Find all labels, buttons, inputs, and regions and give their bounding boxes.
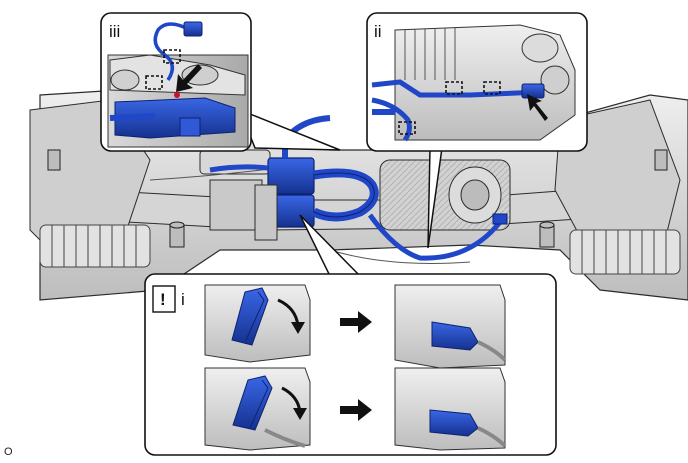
callout-ii-box: ii [366, 12, 588, 249]
right-arrow-icon [340, 311, 372, 333]
wire-harness [209, 115, 508, 261]
connector-before-2 [204, 367, 311, 451]
callout-iii-label: iii [109, 22, 120, 41]
connector-after-1 [394, 284, 507, 369]
caution-icon [152, 285, 176, 313]
figure-code: O [4, 446, 13, 458]
pointer-arrow-icon [176, 64, 202, 92]
pointer-arrow-icon [527, 94, 548, 121]
right-arrow-icon [340, 399, 372, 421]
connector-before-1 [204, 284, 311, 363]
callout-i-box: ! i [144, 214, 557, 456]
connector-after-2 [394, 367, 507, 451]
caution-mark: ! [160, 290, 166, 309]
callout-i-label: i [181, 290, 185, 309]
callout-iii-box: iii [100, 12, 341, 152]
callout-ii-label: ii [374, 22, 382, 41]
